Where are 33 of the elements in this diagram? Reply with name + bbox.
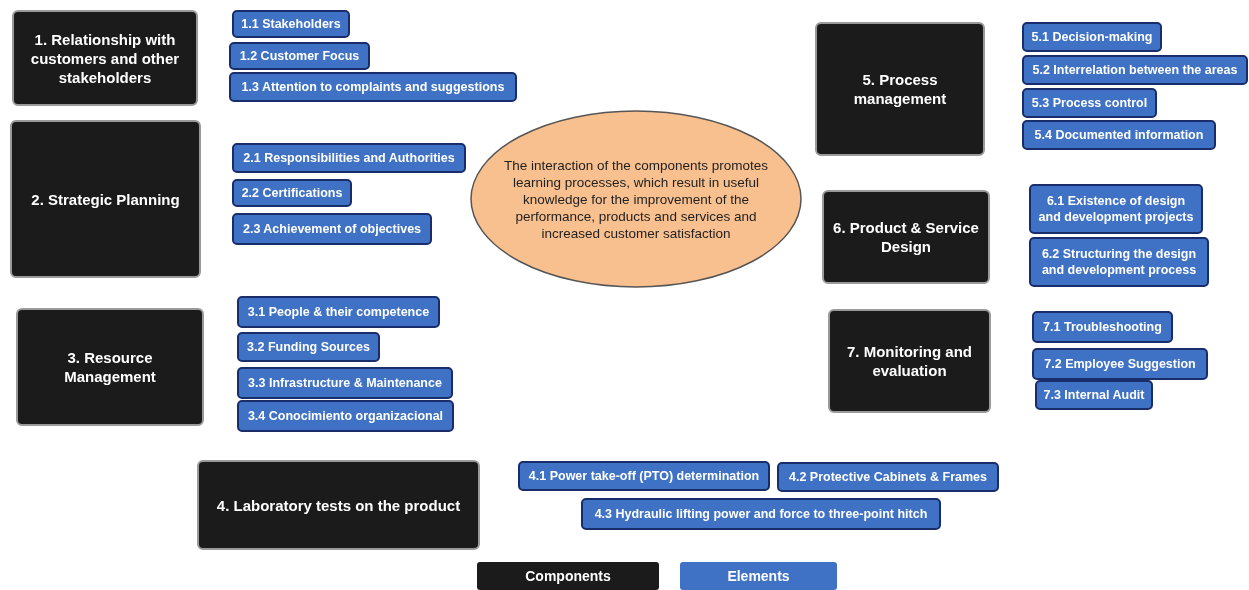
component-box: 7. Monitoring and evaluation <box>828 309 991 413</box>
component-box: 5. Process management <box>815 22 985 156</box>
component-box: 1. Relationship with customers and other stakeholders <box>12 10 198 106</box>
element-box: 7.1 Troubleshooting <box>1032 311 1173 343</box>
element-box: 3.3 Infrastructure & Maintenance <box>237 367 453 399</box>
element-box: 3.2 Funding Sources <box>237 332 380 362</box>
element-box: 5.2 Interrelation between the areas <box>1022 55 1248 85</box>
element-box: 1.3 Attention to complaints and suggestions <box>229 72 517 102</box>
element-box: 6.2 Structuring the design and development process <box>1029 237 1209 287</box>
element-box: 3.1 People & their competence <box>237 296 440 328</box>
element-box: 5.1 Decision-making <box>1022 22 1162 52</box>
legend-text: Elements <box>727 568 790 584</box>
element-box: 6.1 Existence of design and development projects <box>1029 184 1203 234</box>
component-box: 6. Product & Service Design <box>822 190 990 284</box>
element-box: 4.2 Protective Cabinets & Frames <box>777 462 999 492</box>
element-box: 2.3 Achievement of objectives <box>232 213 432 245</box>
component-box: 3. Resource Management <box>16 308 204 426</box>
summary-text: The interaction of the components promotes learning processes, which result in useful knowledge for the improvement of the performance, products and services and increased customer satisfaction <box>502 156 770 242</box>
element-box: 2.2 Certifications <box>232 179 352 207</box>
summary-ellipse <box>470 110 802 288</box>
element-box: 7.2 Employee Suggestion <box>1032 348 1208 380</box>
component-box: 4. Laboratory tests on the product <box>197 460 480 550</box>
element-box: 1.2 Customer Focus <box>229 42 370 70</box>
component-box: 2. Strategic Planning <box>10 120 201 278</box>
element-box: 5.3 Process control <box>1022 88 1157 118</box>
element-box: 4.1 Power take-off (PTO) determination <box>518 461 770 491</box>
element-box: 2.1 Responsibilities and Authorities <box>232 143 466 173</box>
element-box: 5.4 Documented information <box>1022 120 1216 150</box>
element-box: 1.1 Stakeholders <box>232 10 350 38</box>
element-box: 7.3 Internal Audit <box>1035 380 1153 410</box>
element-box: 3.4 Conocimiento organizacional <box>237 400 454 432</box>
element-box: 4.3 Hydraulic lifting power and force to three-point hitch <box>581 498 941 530</box>
legend-text: Components <box>525 568 611 584</box>
